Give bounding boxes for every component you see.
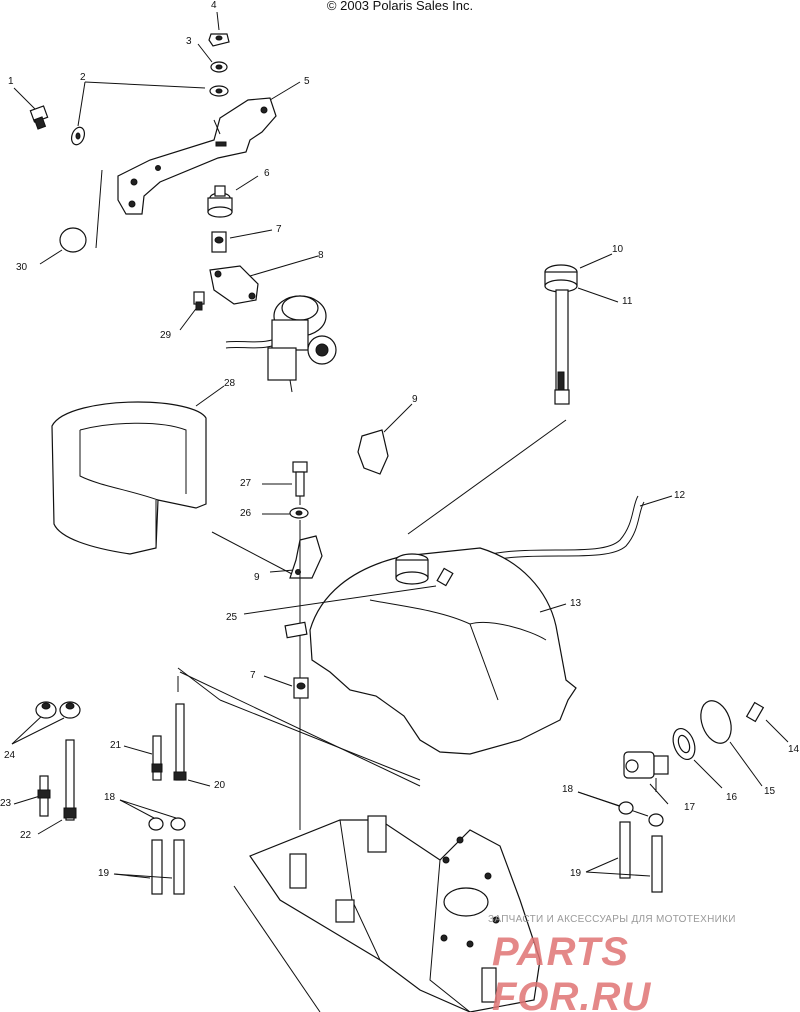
callout-28: 28 <box>224 378 236 389</box>
callout-19-right: 19 <box>570 868 582 879</box>
part-2-washers <box>70 81 229 146</box>
part-28-foam-pad <box>51 385 225 555</box>
callout-26: 26 <box>240 508 252 519</box>
callout-27: 27 <box>240 478 252 489</box>
callout-4: 4 <box>211 0 217 11</box>
callout-1: 1 <box>8 76 14 87</box>
part-24-grommets <box>11 701 81 745</box>
callout-8: 8 <box>318 250 324 261</box>
callout-14: 14 <box>788 744 800 755</box>
callout-15: 15 <box>764 786 776 797</box>
part-7-sleeve-lower <box>263 675 309 699</box>
watermark-brand: PARTS FOR.RU <box>492 930 652 1012</box>
copyright-notice: © 2003 Polaris Sales Inc. <box>326 0 474 13</box>
frame <box>177 667 541 1012</box>
callout-11: 11 <box>622 296 633 307</box>
callout-20: 20 <box>214 780 226 791</box>
callout-13: 13 <box>570 598 582 609</box>
callout-9-upper: 9 <box>412 394 418 405</box>
part-12-vent-hose <box>469 495 673 567</box>
part-6-mount <box>207 175 259 218</box>
callout-21: 21 <box>110 740 122 751</box>
callout-18-left: 18 <box>104 792 116 803</box>
watermark-tagline: ЗАПЧАСТИ И АКСЕССУАРЫ ДЛЯ МОТОТЕХНИКИ <box>488 914 736 925</box>
callout-10: 10 <box>612 244 624 255</box>
callout-16: 16 <box>726 792 738 803</box>
part-9-bracket-lower <box>211 531 323 579</box>
part-13-fuel-tank <box>284 547 577 755</box>
callout-30: 30 <box>16 262 28 273</box>
callout-24: 24 <box>4 750 16 761</box>
part-14-17-pump-assembly <box>623 700 789 805</box>
part-18-19-right <box>577 791 664 893</box>
callout-7-top: 7 <box>276 224 282 235</box>
callout-25: 25 <box>226 612 238 623</box>
part-10-11-fuel-gauge <box>407 253 619 535</box>
callout-3: 3 <box>186 36 192 47</box>
part-7-sleeve-top <box>211 229 273 253</box>
callout-7-lower: 7 <box>250 670 256 681</box>
part-29-screw <box>179 291 205 331</box>
part-22-23-studs <box>13 739 77 835</box>
part-26-washer <box>262 507 309 519</box>
callout-29: 29 <box>160 330 172 341</box>
part-20-21-studs <box>123 676 211 787</box>
callout-18-right: 18 <box>562 784 574 795</box>
part-25-fitting <box>243 567 454 615</box>
callout-2: 2 <box>80 72 86 83</box>
part-4-nut <box>208 11 230 47</box>
part-1-bolt <box>13 87 49 130</box>
callout-22: 22 <box>20 830 32 841</box>
callout-6: 6 <box>264 168 270 179</box>
part-5-bracket <box>95 81 301 249</box>
callout-9-lower: 9 <box>254 572 260 583</box>
callout-5: 5 <box>304 76 310 87</box>
part-9-bracket-upper <box>357 403 413 475</box>
callout-19-left: 19 <box>98 868 110 879</box>
callout-12: 12 <box>674 490 686 501</box>
part-30-cap <box>39 227 87 265</box>
part-8-carb-plate <box>209 255 337 393</box>
part-27-bolt <box>262 461 308 505</box>
part-3-lockwasher <box>197 43 228 73</box>
callout-23: 23 <box>0 798 12 809</box>
part-18-19-left <box>113 799 186 895</box>
callout-17: 17 <box>684 802 696 813</box>
